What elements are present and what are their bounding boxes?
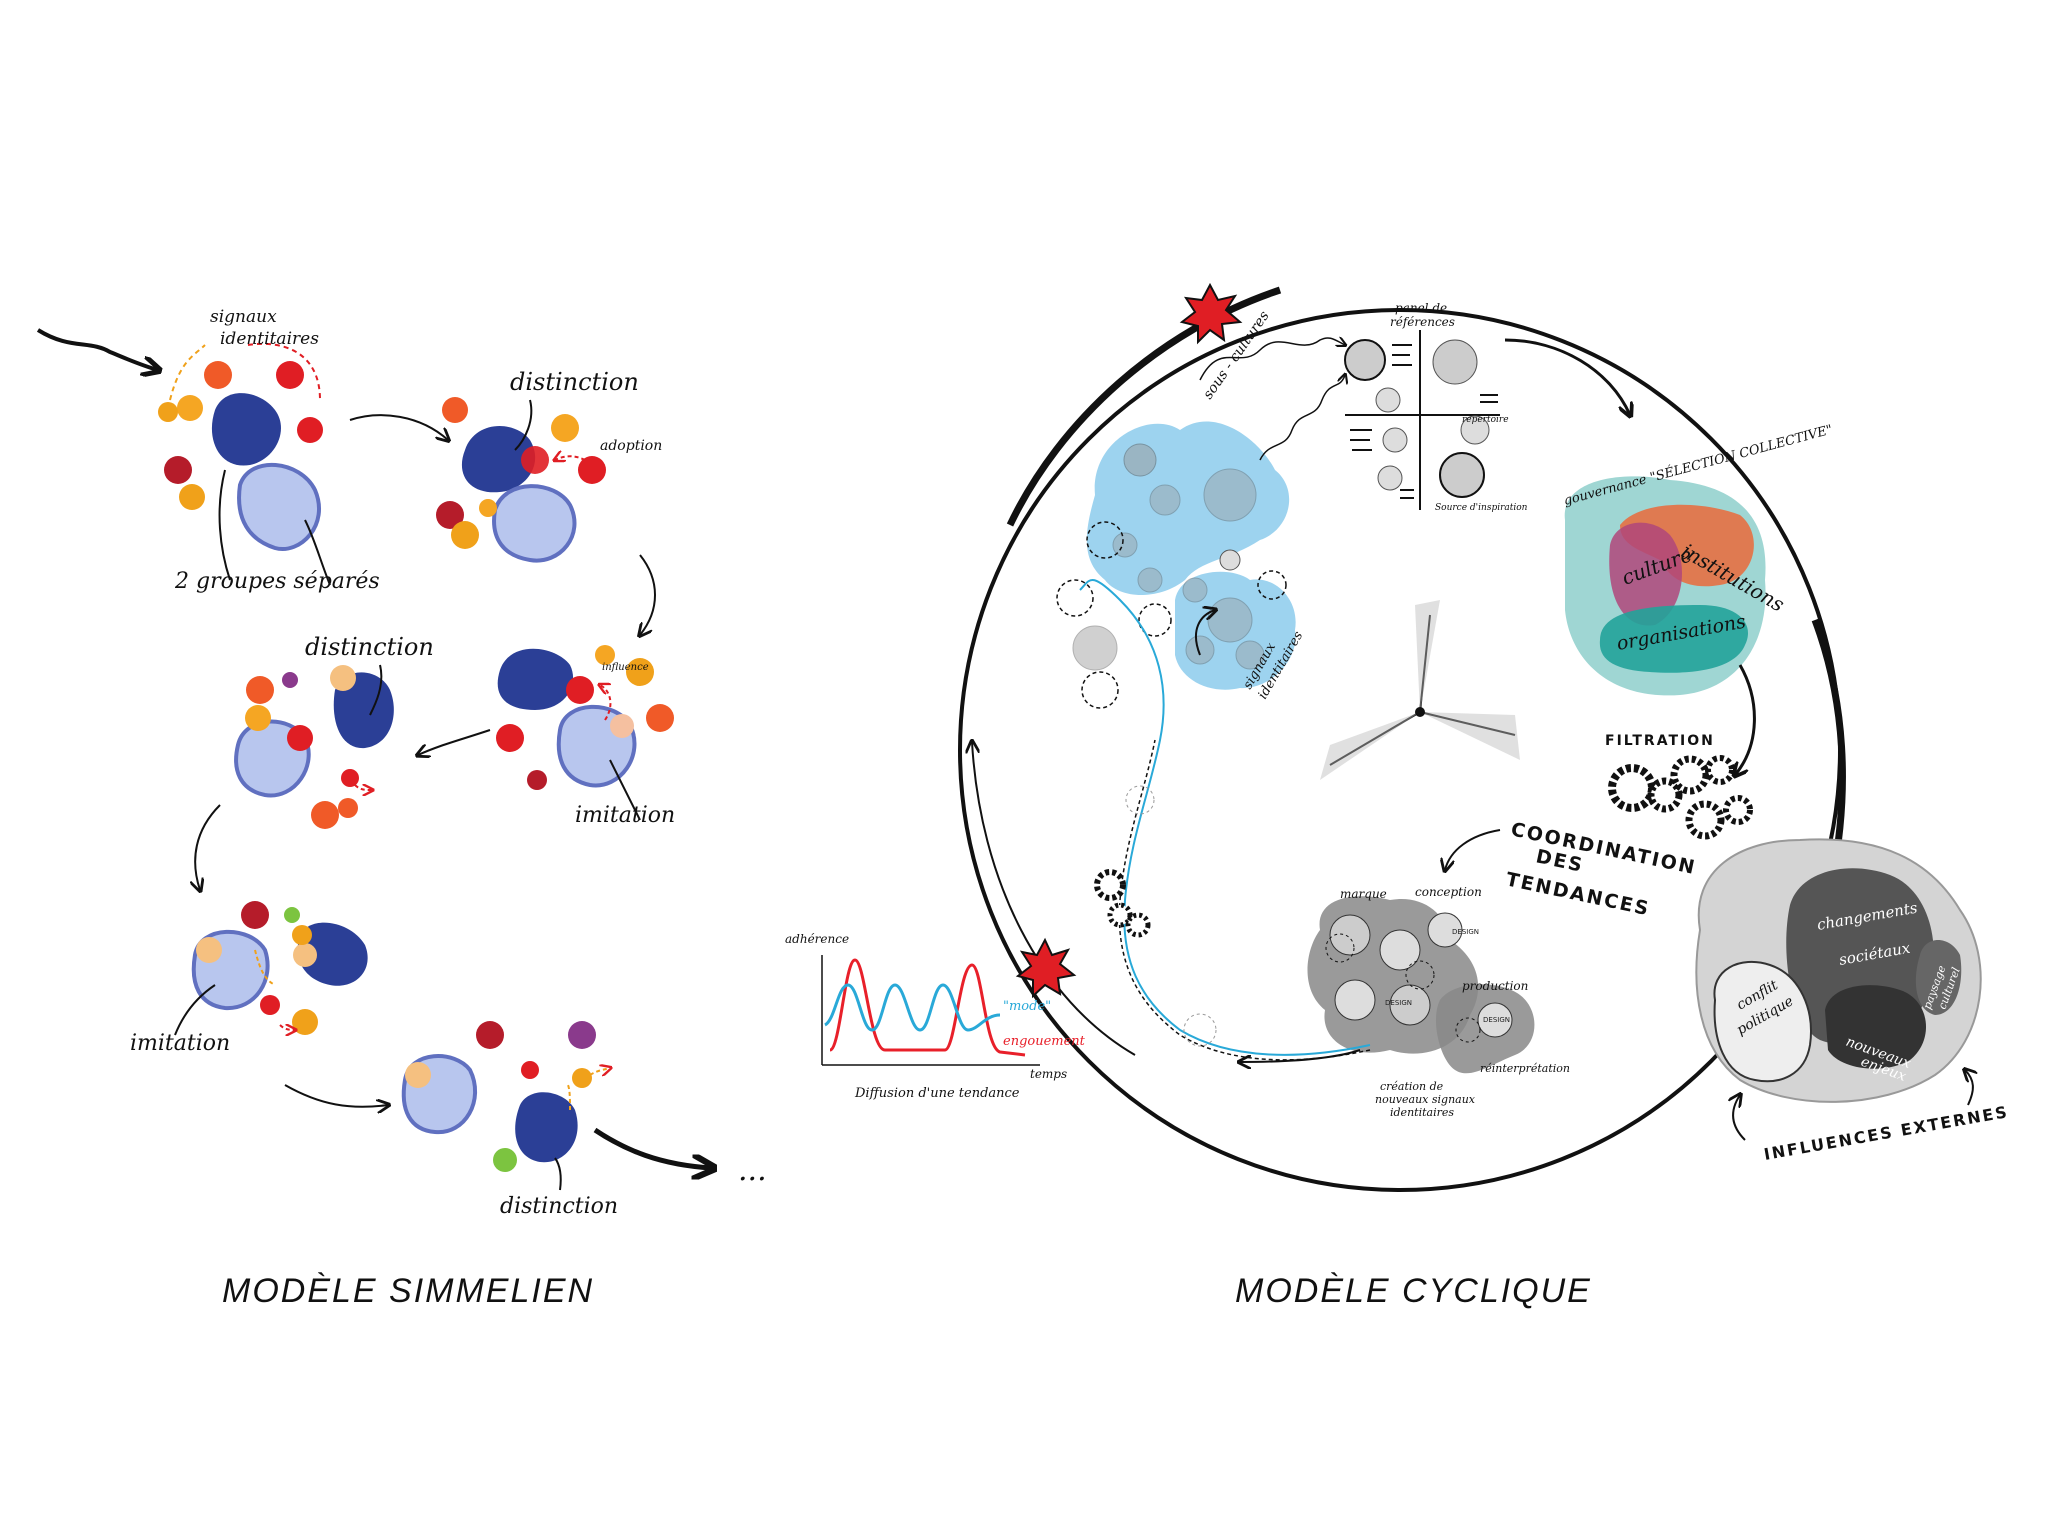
step-1: signaux identitaires 2 groupes séparés: [158, 307, 380, 594]
reference-panel: panel de références répertoire Source d'…: [1344, 301, 1528, 513]
path-gears: [1094, 869, 1151, 938]
production-cluster: DESIGN DESIGN DESIGN marque conception p…: [1307, 885, 1570, 1119]
label-identitaires: identitaires: [220, 329, 319, 349]
blob-light-blue: [492, 484, 577, 563]
label-ellipsis: ...: [738, 1153, 767, 1188]
label-reinterpretation: réinterprétation: [1480, 1062, 1570, 1075]
title-right: MODÈLE CYCLIQUE: [1235, 1272, 1592, 1310]
step-2: distinction adoption: [436, 368, 662, 563]
blob-dark-blue: [297, 922, 368, 986]
burst-top: [1179, 282, 1243, 345]
mini-chart-mode-label: "mode": [1003, 999, 1051, 1014]
label-distinction-2: distinction: [305, 633, 434, 661]
mini-chart-ylabel: adhérence: [785, 932, 849, 946]
label-marque: marque: [1340, 887, 1387, 901]
label-filtration: FILTRATION: [1605, 733, 1715, 749]
label-panel-1: panel de: [1395, 301, 1447, 315]
governance-group: gouvernance "SÉLECTION COLLECTIVE" insti…: [1562, 422, 1834, 696]
label-creation-1: création de: [1380, 1080, 1444, 1093]
blob-dark-blue: [461, 426, 536, 493]
curve-engouement: [828, 958, 1026, 1057]
label-imitation-1: imitation: [575, 803, 675, 828]
label-imitation-2: imitation: [130, 1031, 230, 1056]
label-groupes: 2 groupes séparés: [174, 569, 380, 594]
label-creation-3: identitaires: [1390, 1106, 1454, 1119]
cyclic-model: sous - cultures signaux identitaires: [785, 282, 2010, 1192]
step-3: influence imitation: [496, 645, 675, 828]
blob-dark-blue: [211, 393, 281, 466]
step-5: imitation: [130, 901, 368, 1056]
center-motif: [1320, 600, 1520, 780]
label-repertoire: répertoire: [1462, 414, 1509, 425]
coordination-label: COORDINATION DES TENDANCES: [1504, 818, 1698, 920]
mini-chart-caption: Diffusion d'une tendance: [854, 1086, 1020, 1101]
trend-path: [1079, 579, 1371, 1056]
step-6: distinction: [401, 1021, 618, 1219]
label-creation-2: nouveaux signaux: [1375, 1093, 1476, 1106]
label-design-3: DESIGN: [1483, 1016, 1510, 1024]
label-influences: INFLUENCES EXTERNES: [1762, 1102, 2010, 1164]
curve-mode: [824, 983, 1001, 1032]
burst-left: [1015, 937, 1077, 999]
blob-dark-blue: [497, 648, 574, 710]
blob-dark-blue: [515, 1092, 578, 1163]
simmel-model: signaux identitaires 2 groupes séparés d…: [36, 307, 767, 1219]
external-influences: changements sociétaux conflit politique …: [1695, 838, 2010, 1164]
mini-chart-engouement-label: engouement: [1003, 1034, 1086, 1049]
blob-light-blue: [237, 462, 322, 552]
label-distinction-3: distinction: [500, 1194, 618, 1219]
outer-arrow: [972, 742, 1136, 1056]
label-design-2: DESIGN: [1385, 999, 1412, 1007]
label-production: production: [1462, 979, 1528, 993]
title-left: MODÈLE SIMMELIEN: [222, 1272, 594, 1310]
label-source: Source d'inspiration: [1435, 503, 1528, 513]
sub-cultures-cluster: sous - cultures signaux identitaires: [1056, 308, 1306, 709]
exit-arrow: [593, 1127, 712, 1168]
mini-chart-xlabel: temps: [1030, 1067, 1067, 1081]
label-influence: influence: [602, 662, 649, 673]
label-design-1: DESIGN: [1452, 928, 1479, 936]
label-signaux: signaux: [210, 307, 277, 327]
filtration-gears: FILTRATION: [1605, 733, 1753, 840]
mini-chart: adhérence temps Diffusion d'une tendance…: [785, 932, 1086, 1101]
label-adoption: adoption: [600, 438, 662, 454]
label-distinction-1: distinction: [510, 368, 639, 396]
step-4: distinction: [234, 633, 434, 829]
label-panel-2: références: [1390, 315, 1455, 329]
label-conception: conception: [1415, 885, 1482, 899]
entry-arrow: [36, 328, 158, 370]
